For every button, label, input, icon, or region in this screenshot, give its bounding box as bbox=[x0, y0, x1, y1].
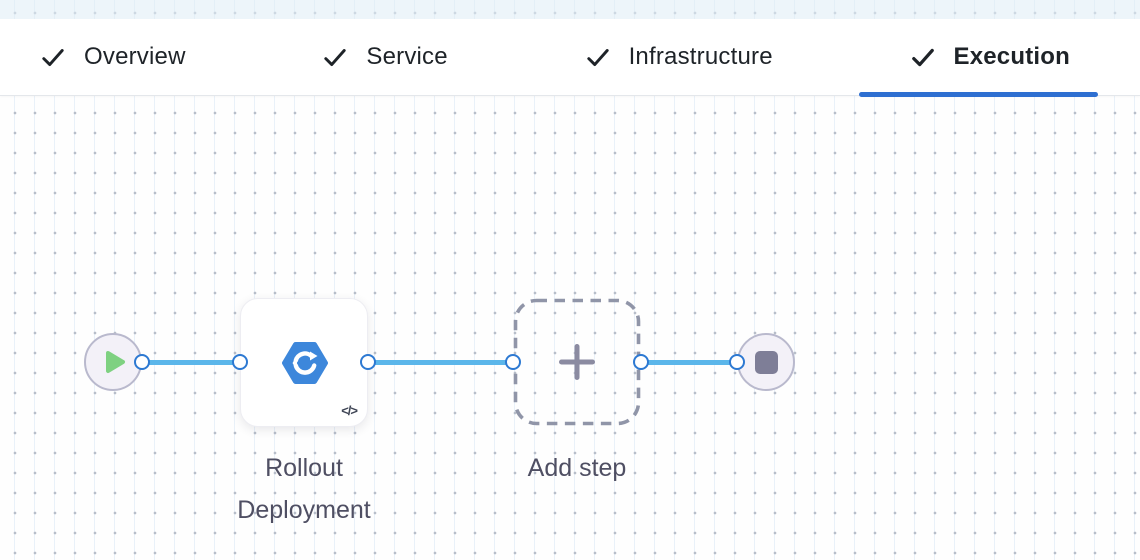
stop-icon bbox=[754, 350, 778, 374]
tab-infrastructure[interactable]: Infrastructure bbox=[585, 43, 773, 71]
edge-start-to-step bbox=[142, 360, 240, 365]
port-end-in[interactable] bbox=[729, 354, 745, 370]
code-icon[interactable]: </> bbox=[341, 403, 358, 418]
plus-icon bbox=[559, 344, 595, 380]
tab-service[interactable]: Service bbox=[322, 43, 448, 71]
check-icon bbox=[911, 48, 934, 67]
step-node-label: Rollout Deployment bbox=[237, 454, 371, 524]
end-node[interactable] bbox=[737, 333, 795, 391]
stage-tabbar: Overview Service Infrastructure Executio… bbox=[0, 19, 1140, 97]
tab-label: Execution bbox=[953, 43, 1070, 70]
check-icon bbox=[42, 49, 64, 67]
active-tab-underline bbox=[859, 92, 1098, 97]
play-icon bbox=[105, 351, 125, 373]
port-addstep-in[interactable] bbox=[505, 354, 521, 370]
port-start-out[interactable] bbox=[134, 354, 150, 370]
edge-step-to-addstep bbox=[368, 360, 513, 365]
step-node-rollout-deployment[interactable]: </> bbox=[240, 298, 368, 427]
canvas-top-strip bbox=[0, 0, 1140, 19]
port-addstep-out[interactable] bbox=[633, 354, 649, 370]
check-icon bbox=[324, 49, 347, 67]
port-step-in[interactable] bbox=[232, 354, 248, 370]
start-node[interactable] bbox=[84, 333, 142, 391]
edge-addstep-to-end bbox=[641, 360, 737, 365]
add-step-node[interactable] bbox=[513, 298, 641, 426]
tab-label: Service bbox=[366, 43, 448, 70]
tab-execution[interactable]: Execution bbox=[910, 43, 1071, 71]
tab-label: Infrastructure bbox=[628, 43, 773, 70]
tab-overview[interactable]: Overview bbox=[40, 43, 186, 71]
add-step-label: Add step bbox=[527, 454, 627, 482]
rollout-deployment-icon bbox=[282, 342, 328, 384]
tab-label: Overview bbox=[84, 43, 186, 70]
check-icon bbox=[586, 49, 609, 67]
port-step-out[interactable] bbox=[360, 354, 376, 370]
